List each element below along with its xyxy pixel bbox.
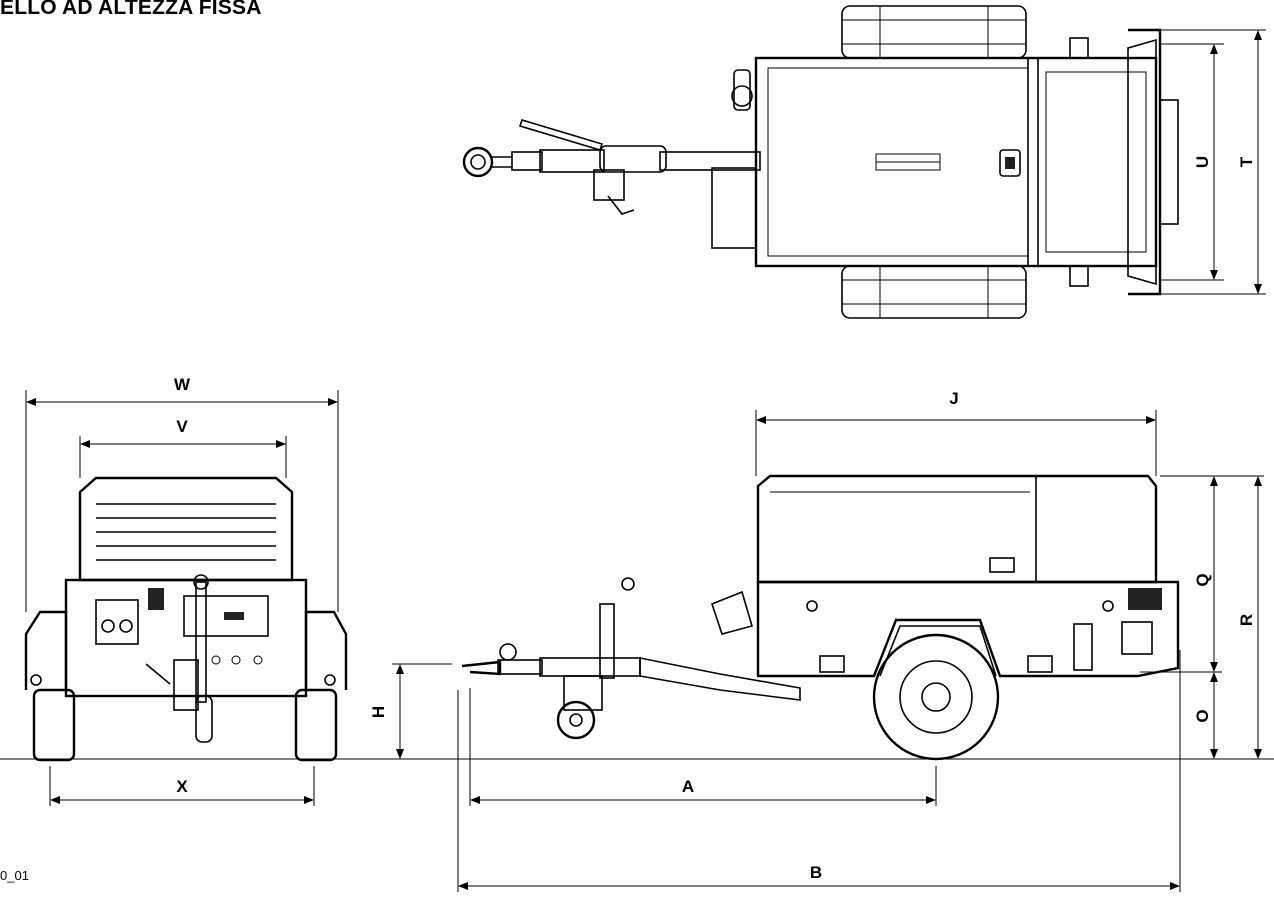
label-H: H [369, 706, 388, 718]
label-B: B [810, 863, 822, 882]
front-view-control-panel [95, 588, 269, 665]
top-view-body [754, 56, 1158, 268]
label-Q: Q [1193, 573, 1212, 586]
dimension-X [49, 766, 315, 806]
front-view [24, 476, 348, 762]
label-T: T [1237, 156, 1256, 167]
top-view [462, 5, 1179, 319]
dimension-B [457, 650, 1181, 892]
side-view-lower-body [756, 580, 1180, 678]
dimension-J [755, 410, 1157, 476]
label-R: R [1237, 614, 1256, 626]
dimension-A [469, 688, 937, 806]
drawing-code: 0_01 [0, 868, 29, 883]
side-view-drawbar [461, 577, 801, 740]
dimension-U [1160, 43, 1224, 281]
front-view-left-wheel [24, 610, 76, 762]
front-view-lower-body [64, 578, 308, 698]
front-view-right-wheel [294, 610, 348, 762]
dimension-W [25, 390, 339, 612]
label-J: J [949, 389, 958, 408]
front-view-hood [78, 476, 294, 582]
dimension-V [79, 436, 287, 478]
top-view-lower-wheel [841, 265, 1027, 319]
side-view [461, 474, 1180, 761]
dimension-Q [1140, 475, 1264, 673]
label-A: A [682, 777, 694, 796]
dimension-T [1160, 29, 1266, 295]
side-view-wheel [872, 625, 1000, 761]
top-view-rear-bumper [1069, 28, 1179, 296]
front-view-jockey-wheel [145, 574, 213, 743]
label-X: X [176, 777, 188, 796]
top-view-upper-wheel [841, 5, 1027, 59]
label-U: U [1193, 156, 1212, 168]
label-W: W [174, 375, 191, 394]
top-view-drawbar [462, 69, 761, 249]
dimension-H [392, 663, 452, 759]
front-view-louvres [96, 503, 276, 561]
label-V: V [176, 417, 188, 436]
label-O: O [1193, 709, 1212, 722]
sheet-title: ELLO AD ALTEZZA FISSA [0, 0, 262, 19]
